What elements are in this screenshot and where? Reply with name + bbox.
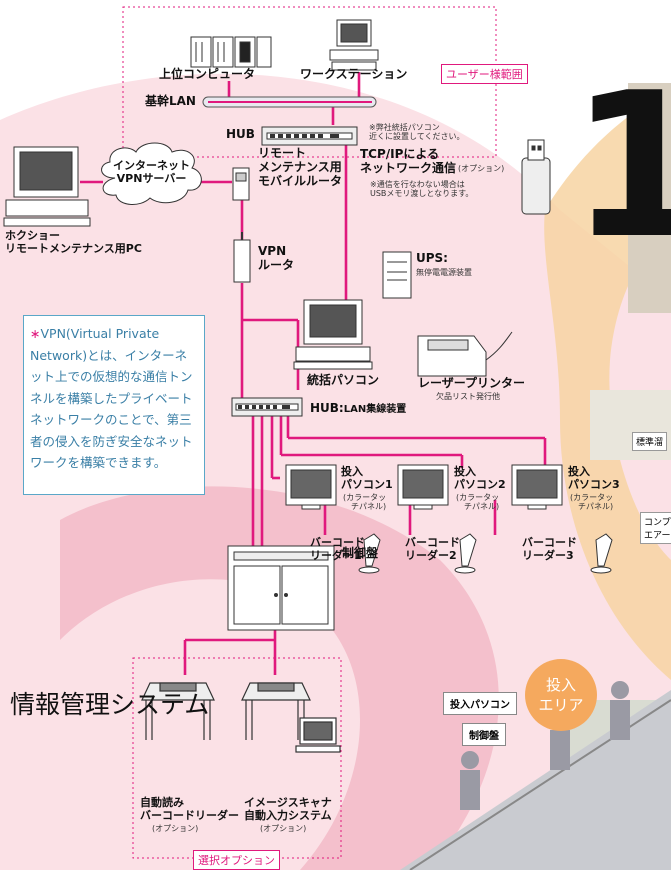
input-pc-3-label: 投入 パソコン3 [568, 465, 620, 491]
barcode-reader-2-label: バーコード リーダー2 [405, 536, 460, 562]
printer-sub-label: 欠品リスト発行他 [436, 392, 500, 401]
internet-cloud-label: インターネット VPNサーバー [113, 159, 190, 185]
user-scope-tag: ユーザー様範囲 [441, 64, 528, 84]
cloud-icon [101, 142, 202, 205]
right-tag-2: コンプ エアー [640, 512, 671, 544]
host-computer-icon [190, 36, 272, 68]
hub-top-icon [261, 126, 358, 146]
photo-tag-control-panel: 制御盤 [462, 723, 506, 746]
hub-lan-sub: LAN集線装置 [343, 404, 407, 415]
user-scope-box [122, 6, 497, 158]
tcpip-note: ※通信を行なわない場合は USBメモリ渡しとなります。 [370, 180, 474, 199]
input-area-badge: 投入 エリア [525, 659, 597, 731]
auto-reader-option: (オプション) [152, 824, 199, 833]
input-pc-3-icon [511, 464, 563, 510]
worker-icon [611, 681, 629, 699]
big-number: 1 [570, 50, 671, 283]
input-pc-3-sub: (カラータッ チパネル) [570, 493, 614, 512]
auto-reader-icon [141, 682, 215, 740]
mobile-router-icon [232, 167, 250, 201]
image-scanner-label: イメージスキャナ 自動入力システム [244, 796, 332, 822]
input-pc-1-icon [285, 464, 337, 510]
input-pc-1-sub: (カラータッ チパネル) [343, 493, 387, 512]
image-scanner-option: (オプション) [260, 824, 307, 833]
system-title: 情報管理システム [10, 690, 210, 719]
vpn-note-box: ∗VPN(Virtual Private Network)とは、インターネット上… [23, 315, 205, 495]
barcode-reader-icon [358, 533, 613, 574]
printer-icon [417, 331, 513, 377]
ups-sub-label: 無停電電源装置 [416, 268, 472, 277]
hub-note: ※弊社統括パソコン 近くに設置してください。 [369, 123, 465, 142]
hub-top-label: HUB [226, 127, 255, 141]
worker-body [610, 700, 630, 740]
hub-lan-icon [231, 397, 303, 417]
auto-reader-label: 自動読み バーコードリーダー [140, 796, 239, 822]
worker-icon [461, 751, 479, 769]
remote-pc-label: ホクショー リモートメンテナンス用PC [5, 229, 142, 255]
input-area-text: 投入 エリア [538, 676, 584, 714]
photo-top [628, 83, 671, 313]
vpn-note-text: VPN(Virtual Private Network)とは、インターネット上で… [30, 326, 193, 470]
tcpip-title: TCP/IPによる ネットワーク通信 [360, 147, 457, 175]
input-pc-2-label: 投入 パソコン2 [454, 465, 506, 491]
control-pc-icon [293, 299, 373, 370]
workstation-icon [329, 19, 379, 71]
input-pc-1-label: 投入 パソコン1 [341, 465, 393, 491]
conveyor [400, 690, 671, 870]
vpn-router-icon [233, 232, 251, 283]
input-pc-2-icon [397, 464, 449, 510]
workstation-label: ワークステーション [300, 67, 408, 81]
vpn-router-label: VPN ルータ [258, 244, 295, 272]
photo-tag-input-pc: 投入パソコン [443, 692, 517, 715]
barcode-reader-3-label: バーコード リーダー3 [522, 536, 577, 562]
barcode-reader-1-label: バーコード リーダー1 [310, 536, 365, 562]
hub-lan-name: HUB: [310, 401, 344, 415]
hub-lan-label: HUB:LAN集線装置 [310, 401, 407, 416]
pink-swash [60, 486, 499, 870]
tcpip-option: (オプション) [458, 164, 505, 173]
image-scanner-icon [241, 682, 341, 753]
backbone-lan-label: 基幹LAN [145, 94, 196, 108]
usb-icon [521, 139, 551, 215]
note-star: ∗ [30, 326, 41, 341]
right-tag-1: 標準溜 [632, 432, 668, 451]
remote-pc-icon [3, 146, 91, 227]
printer-label: レーザープリンター [418, 376, 526, 390]
control-panel-label: 制御盤 [342, 546, 379, 560]
input-pc-2-sub: (カラータッ チパネル) [456, 493, 500, 512]
ups-label: UPS: [416, 251, 448, 265]
worker-body [460, 770, 480, 810]
control-pc-label: 統括パソコン [307, 373, 380, 387]
control-panel-icon [227, 545, 335, 631]
host-computer-label: 上位コンピュータ [159, 67, 256, 81]
select-option-tag: 選択オプション [193, 850, 280, 870]
ups-icon [382, 251, 412, 299]
mobile-router-label: リモート メンテナンス用 モバイルルータ [258, 146, 343, 188]
worker-body [550, 730, 570, 770]
